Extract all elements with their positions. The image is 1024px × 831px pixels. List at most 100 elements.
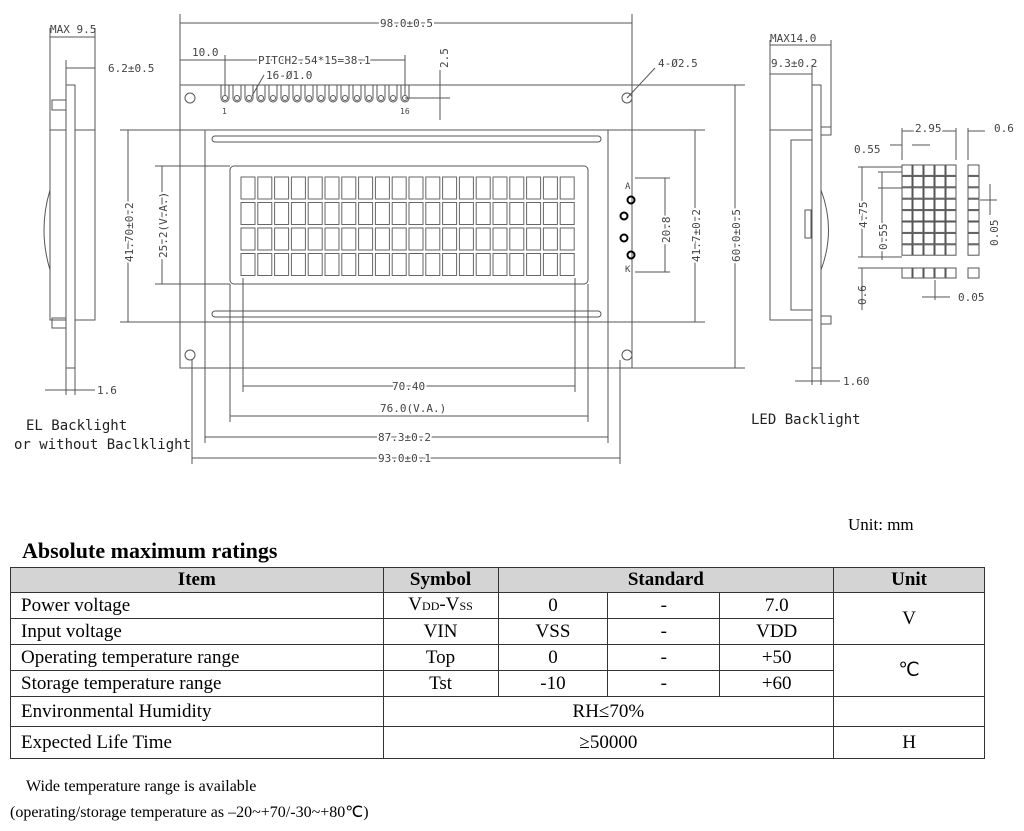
dim-20-8: 20.8	[660, 217, 673, 244]
table-row: Input voltage VIN VSS - VDD	[10, 618, 985, 645]
cursor-dot	[945, 267, 957, 279]
unit-cell: V	[833, 592, 985, 645]
character-cell	[290, 227, 306, 251]
symbol-cell: VDD-VSS	[382, 592, 499, 619]
dim-max-14: MAX14.0	[770, 32, 816, 45]
pin-16-label: 16	[400, 107, 410, 116]
character-cell	[324, 176, 340, 200]
character-cell	[458, 253, 474, 276]
pin-hole	[282, 95, 288, 101]
dot	[901, 164, 913, 176]
character-cell	[408, 253, 424, 276]
character-cell	[274, 253, 290, 276]
bezel-outline	[204, 129, 609, 323]
character-cell	[391, 253, 407, 276]
character-cell	[240, 176, 256, 200]
dim-10: 10.0	[192, 46, 219, 59]
character-cell	[341, 202, 357, 225]
character-cell	[358, 253, 374, 276]
character-cell	[240, 227, 256, 251]
pin-slot	[340, 85, 350, 103]
dim-0-05-vertical: 0.05	[988, 220, 1001, 247]
character-cell	[307, 176, 323, 200]
pin-slot	[328, 85, 338, 103]
pin-slot	[364, 85, 374, 103]
dot	[934, 164, 946, 176]
typ-cell: -	[607, 618, 721, 645]
table-row: Operating temperature range Top 0 - +50 …	[10, 644, 985, 697]
dot	[923, 175, 935, 188]
dim-4-75: 4.75	[857, 202, 870, 229]
right-side-view: MAX14.0 9.3±0.2 1.60 LED Backlight	[751, 32, 870, 428]
dim-2-5: 2.5	[438, 48, 451, 68]
item-cell: Operating temperature range	[10, 644, 384, 671]
caption-led-backlight: LED Backlight	[751, 412, 861, 428]
dot	[967, 187, 980, 199]
pin-slot	[268, 85, 278, 103]
character-cell	[408, 227, 424, 251]
pin-hole	[378, 95, 384, 101]
dot	[945, 164, 957, 176]
character-cell	[442, 176, 458, 200]
dot	[912, 221, 924, 233]
dim-0-55-dot-width: 0.55	[854, 143, 881, 156]
character-cell	[408, 176, 424, 200]
max-cell: +50	[719, 644, 835, 671]
dot	[967, 221, 980, 233]
pin-hole	[306, 95, 312, 101]
dim-25-2-va: 25.2(V.A.)	[157, 192, 170, 258]
symbol-cell: Top	[382, 644, 499, 671]
unit-cell: H	[833, 726, 985, 759]
dot	[945, 198, 957, 211]
character-cell	[408, 202, 424, 225]
dim-1-60: 1.60	[843, 375, 870, 388]
pin-slot	[256, 85, 266, 103]
pin-holes	[220, 85, 410, 103]
item-cell: Expected Life Time	[10, 726, 384, 759]
item-cell: Storage temperature range	[10, 670, 384, 697]
header-unit: Unit	[833, 567, 985, 593]
character-cell	[475, 227, 491, 251]
character-cell	[240, 253, 256, 276]
character-cell	[509, 253, 525, 276]
pcb-outline	[179, 84, 633, 369]
character-cell	[324, 227, 340, 251]
dot	[967, 232, 980, 245]
dot-grid	[901, 164, 980, 279]
dot	[912, 244, 924, 256]
symbol-cell: Tst	[382, 670, 499, 697]
character-cell	[374, 253, 390, 276]
left-side-view: MAX 9.5 6.2±0.5 1.6 EL Backlight or with…	[14, 23, 191, 453]
dot	[967, 198, 980, 211]
character-cell	[492, 202, 508, 225]
character-cell	[509, 176, 525, 200]
header-item: Item	[10, 567, 384, 593]
character-cell	[542, 253, 558, 276]
symbol-cell: VIN	[382, 618, 499, 645]
symbol-subscript: DD	[422, 599, 440, 613]
symbol-part: V	[408, 594, 423, 615]
pin-hole	[270, 95, 276, 101]
dot	[923, 210, 935, 222]
pin-slot	[220, 85, 230, 103]
pin-hole	[258, 95, 264, 101]
character-cell	[442, 227, 458, 251]
dot	[901, 221, 913, 233]
pin-slot	[232, 85, 242, 103]
character-cell	[526, 253, 542, 276]
pin-slot	[388, 85, 398, 103]
dot	[923, 198, 935, 211]
character-cell	[391, 176, 407, 200]
table-row: Power voltage VDD-VSS 0 - 7.0 V	[10, 592, 985, 645]
dot	[934, 221, 946, 233]
mechanical-drawing: MAX 9.5 6.2±0.5 1.6 EL Backlight or with…	[14, 14, 1014, 467]
pin-slot	[244, 85, 254, 103]
character-cell	[257, 253, 273, 276]
dim-6-2: 6.2±0.5	[108, 62, 154, 75]
character-cell	[391, 227, 407, 251]
character-cell	[458, 176, 474, 200]
character-cell	[374, 202, 390, 225]
dot	[934, 232, 946, 245]
character-cell	[442, 253, 458, 276]
character-cell	[391, 202, 407, 225]
